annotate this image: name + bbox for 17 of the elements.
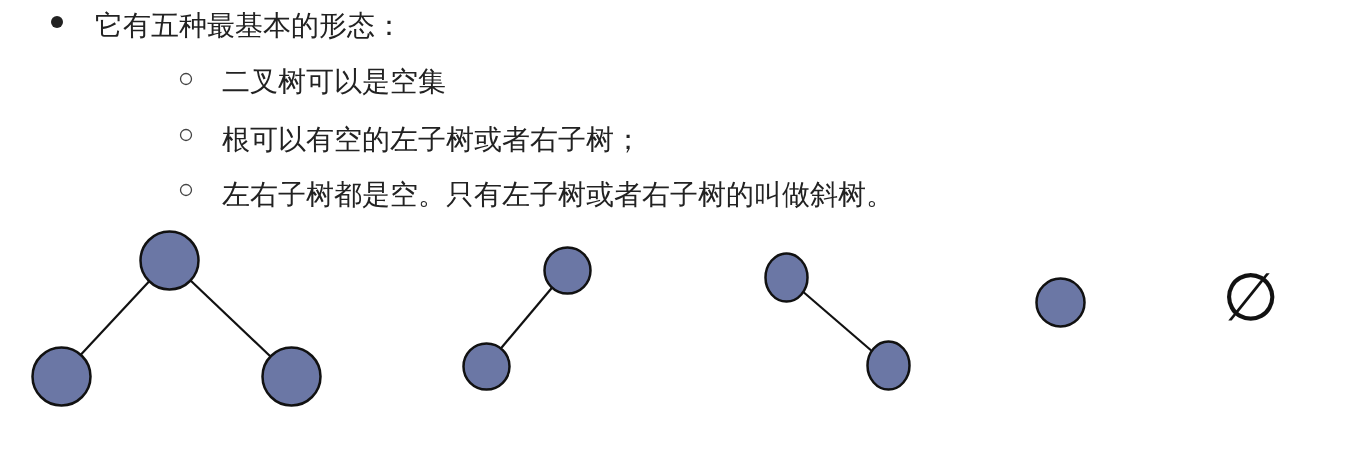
tree-node-circle <box>461 341 511 391</box>
list-item: 二叉树可以是空集 <box>222 64 446 100</box>
tree-edge <box>802 290 872 352</box>
tree-node-circle <box>30 345 92 407</box>
tree-node-circle <box>763 251 809 303</box>
empty-set-symbol: ∅ <box>1222 258 1280 338</box>
list-item: 左右子树都是空。只有左子树或者右子树的叫做斜树。 <box>222 177 894 213</box>
tree-node-circle <box>865 339 911 391</box>
tree-node-circle <box>138 229 200 291</box>
tree-node-circle <box>542 245 592 295</box>
tree-edge <box>189 279 271 357</box>
tree-node-circle <box>260 345 322 407</box>
tree-node-circle <box>1034 276 1086 328</box>
list-item: 它有五种最基本的形态： <box>95 8 403 44</box>
tree-edge <box>500 286 553 350</box>
tree-edge <box>79 280 151 356</box>
list-item: 根可以有空的左子树或者右子树； <box>222 122 642 158</box>
